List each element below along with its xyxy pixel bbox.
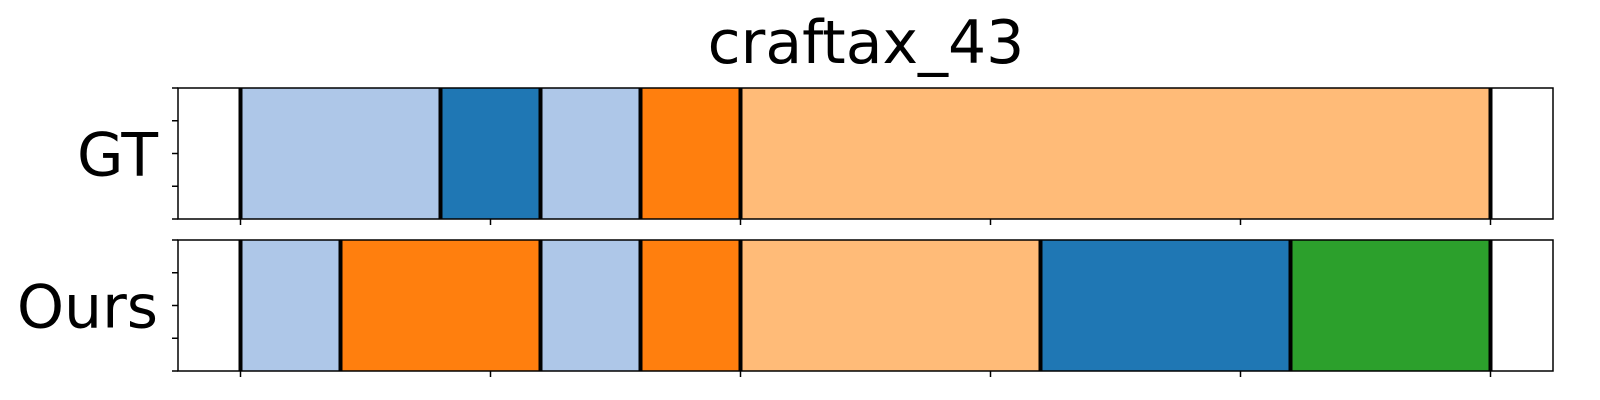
- segment-ours-3: [540, 240, 641, 371]
- row-label: GT: [77, 121, 158, 191]
- segment-ours-2: [340, 240, 541, 371]
- segment-ours-7: [1290, 240, 1491, 371]
- row-label: Ours: [17, 273, 158, 343]
- segment-gt-3: [540, 88, 641, 219]
- segment-ours-6: [1040, 240, 1291, 371]
- panels: GT Ours: [17, 87, 1554, 377]
- panel-gt: GT: [77, 87, 1554, 225]
- panel-ours: Ours: [17, 239, 1554, 377]
- segment-ours-4: [640, 240, 741, 371]
- segment-ours-5: [740, 240, 1041, 371]
- segment-gt-4: [640, 88, 741, 219]
- chart-title: craftax_43: [708, 8, 1025, 78]
- segment-ours-1: [240, 240, 341, 371]
- segment-gt-1: [240, 88, 441, 219]
- segment-gt-5: [740, 88, 1491, 219]
- segment-gt-2: [440, 88, 541, 219]
